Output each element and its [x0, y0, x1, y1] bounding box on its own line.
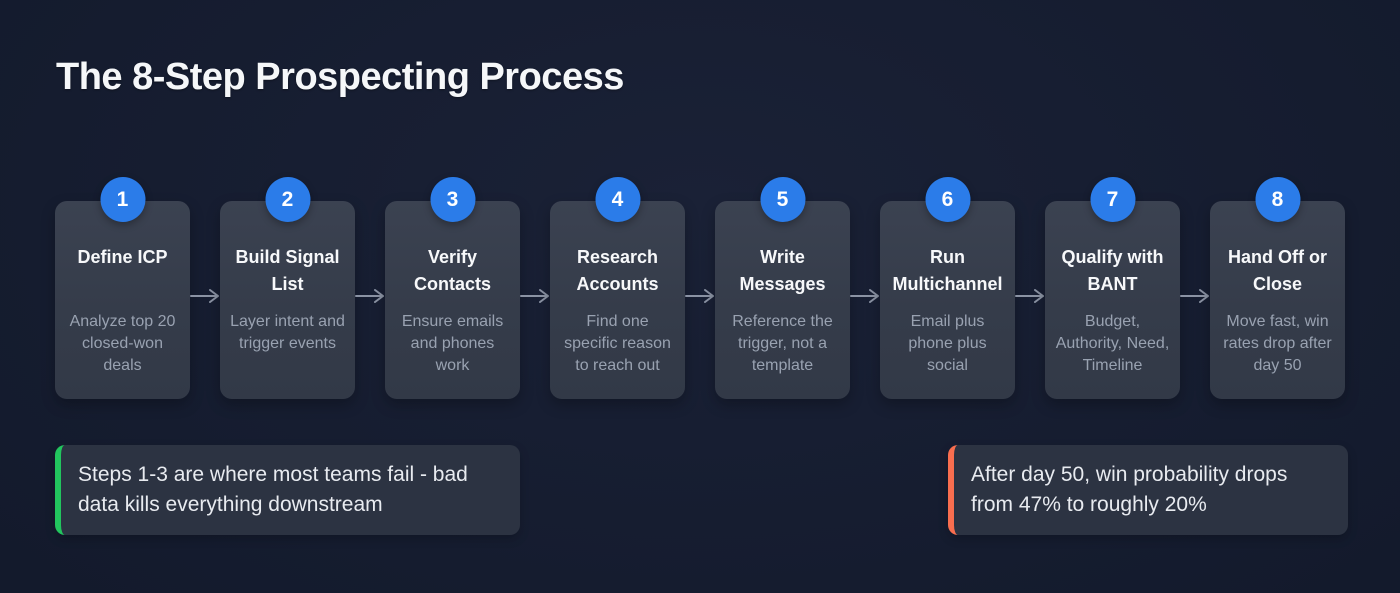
step-description: Email plus phone plus social	[908, 313, 987, 374]
step-card-2: 2 Build Signal List Layer intent and tri…	[220, 177, 355, 399]
step-number-badge: 3	[430, 177, 475, 222]
step-number-badge: 6	[925, 177, 970, 222]
page-title: The 8-Step Prospecting Process	[56, 56, 624, 98]
callout-win-probability: After day 50, win probability drops from…	[948, 445, 1348, 535]
step-number-badge: 8	[1255, 177, 1300, 222]
step-title: Run Multichannel	[892, 247, 1003, 294]
step-card-6: 6 Run Multichannel Email plus phone plus…	[880, 177, 1015, 399]
flow-arrow-icon	[1180, 201, 1210, 399]
step-description: Budget, Authority, Need, Timeline	[1055, 313, 1170, 374]
flow-arrow-icon	[520, 201, 550, 399]
step-title: Qualify with BANT	[1061, 247, 1164, 294]
flow-arrow-icon	[1015, 201, 1045, 399]
step-description: Find one specific reason to reach out	[564, 313, 671, 374]
flow-arrow-icon	[685, 201, 715, 399]
step-number-badge: 5	[760, 177, 805, 222]
step-number-badge: 2	[265, 177, 310, 222]
callout-data-quality: Steps 1-3 are where most teams fail - ba…	[55, 445, 520, 535]
step-card-1: 1 Define ICP Analyze top 20 closed-won d…	[55, 177, 190, 399]
step-card-5: 5 Write Messages Reference the trigger, …	[715, 177, 850, 399]
step-number-badge: 1	[100, 177, 145, 222]
step-description: Ensure emails and phones work	[401, 313, 504, 374]
flow-arrow-icon	[355, 201, 385, 399]
step-card-3: 3 Verify Contacts Ensure emails and phon…	[385, 177, 520, 399]
step-description: Reference the trigger, not a template	[732, 313, 833, 374]
flow-arrow-icon	[190, 201, 220, 399]
callouts-row: Steps 1-3 are where most teams fail - ba…	[55, 445, 1348, 535]
callout-text: Steps 1-3 are where most teams fail - ba…	[78, 463, 468, 516]
step-number-badge: 4	[595, 177, 640, 222]
step-card-4: 4 Research Accounts Find one specific re…	[550, 177, 685, 399]
step-card-8: 8 Hand Off or Close Move fast, win rates…	[1210, 177, 1345, 399]
step-title: Define ICP	[77, 247, 168, 267]
step-title: Verify Contacts	[413, 247, 491, 294]
step-description: Move fast, win rates drop after day 50	[1223, 313, 1332, 374]
step-title: Build Signal List	[235, 247, 340, 294]
step-description: Analyze top 20 closed-won deals	[69, 313, 176, 374]
step-title: Research Accounts	[576, 247, 659, 294]
flow-arrow-icon	[850, 201, 880, 399]
step-title: Hand Off or Close	[1228, 247, 1327, 294]
step-description: Layer intent and trigger events	[230, 313, 345, 352]
step-card-7: 7 Qualify with BANT Budget, Authority, N…	[1045, 177, 1180, 399]
step-number-badge: 7	[1090, 177, 1135, 222]
step-title: Write Messages	[739, 247, 826, 294]
process-flow: 1 Define ICP Analyze top 20 closed-won d…	[55, 177, 1345, 399]
callout-text: After day 50, win probability drops from…	[971, 463, 1288, 516]
